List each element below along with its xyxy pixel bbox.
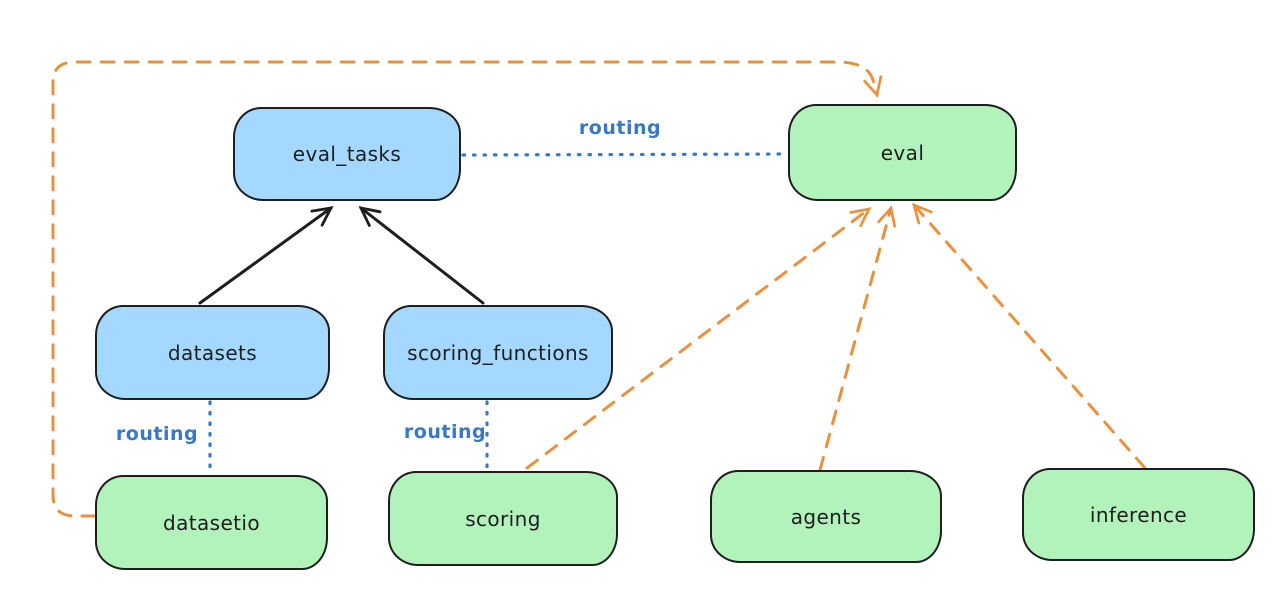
edge-datasets-to-eval-tasks bbox=[198, 206, 334, 305]
node-datasets-label: datasets bbox=[167, 340, 258, 365]
edge-scoring-functions-to-eval-tasks bbox=[358, 206, 485, 305]
node-eval-label: eval bbox=[880, 140, 925, 165]
edge-datasetio-to-eval bbox=[51, 60, 883, 518]
node-eval-tasks-label: eval_tasks bbox=[292, 142, 402, 166]
node-datasets: datasets bbox=[95, 305, 330, 400]
edge-label-routing-eval-tasks-eval: routing bbox=[578, 117, 662, 139]
node-agents-label: agents bbox=[790, 504, 862, 529]
node-scoring-functions: scoring_functions bbox=[383, 305, 613, 400]
edge-label-routing-datasets-datasetio: routing bbox=[115, 423, 199, 445]
node-scoring-label: scoring bbox=[465, 506, 541, 531]
node-eval: eval bbox=[788, 104, 1017, 201]
edge-eval-tasks-to-eval-routing bbox=[461, 152, 788, 157]
edge-inference-to-eval bbox=[912, 202, 1147, 470]
node-datasetio-label: datasetio bbox=[162, 510, 260, 535]
node-inference-label: inference bbox=[1089, 502, 1188, 527]
edge-label-routing-scoring-functions-scoring: routing bbox=[403, 421, 487, 443]
node-datasetio: datasetio bbox=[95, 475, 328, 570]
edge-agents-to-eval bbox=[818, 205, 897, 472]
node-scoring-functions-label: scoring_functions bbox=[407, 340, 589, 365]
edge-scoring-to-eval bbox=[525, 207, 872, 470]
node-agents: agents bbox=[710, 470, 942, 563]
node-eval-tasks: eval_tasks bbox=[233, 107, 461, 201]
node-scoring: scoring bbox=[388, 471, 618, 566]
node-inference: inference bbox=[1022, 468, 1255, 561]
